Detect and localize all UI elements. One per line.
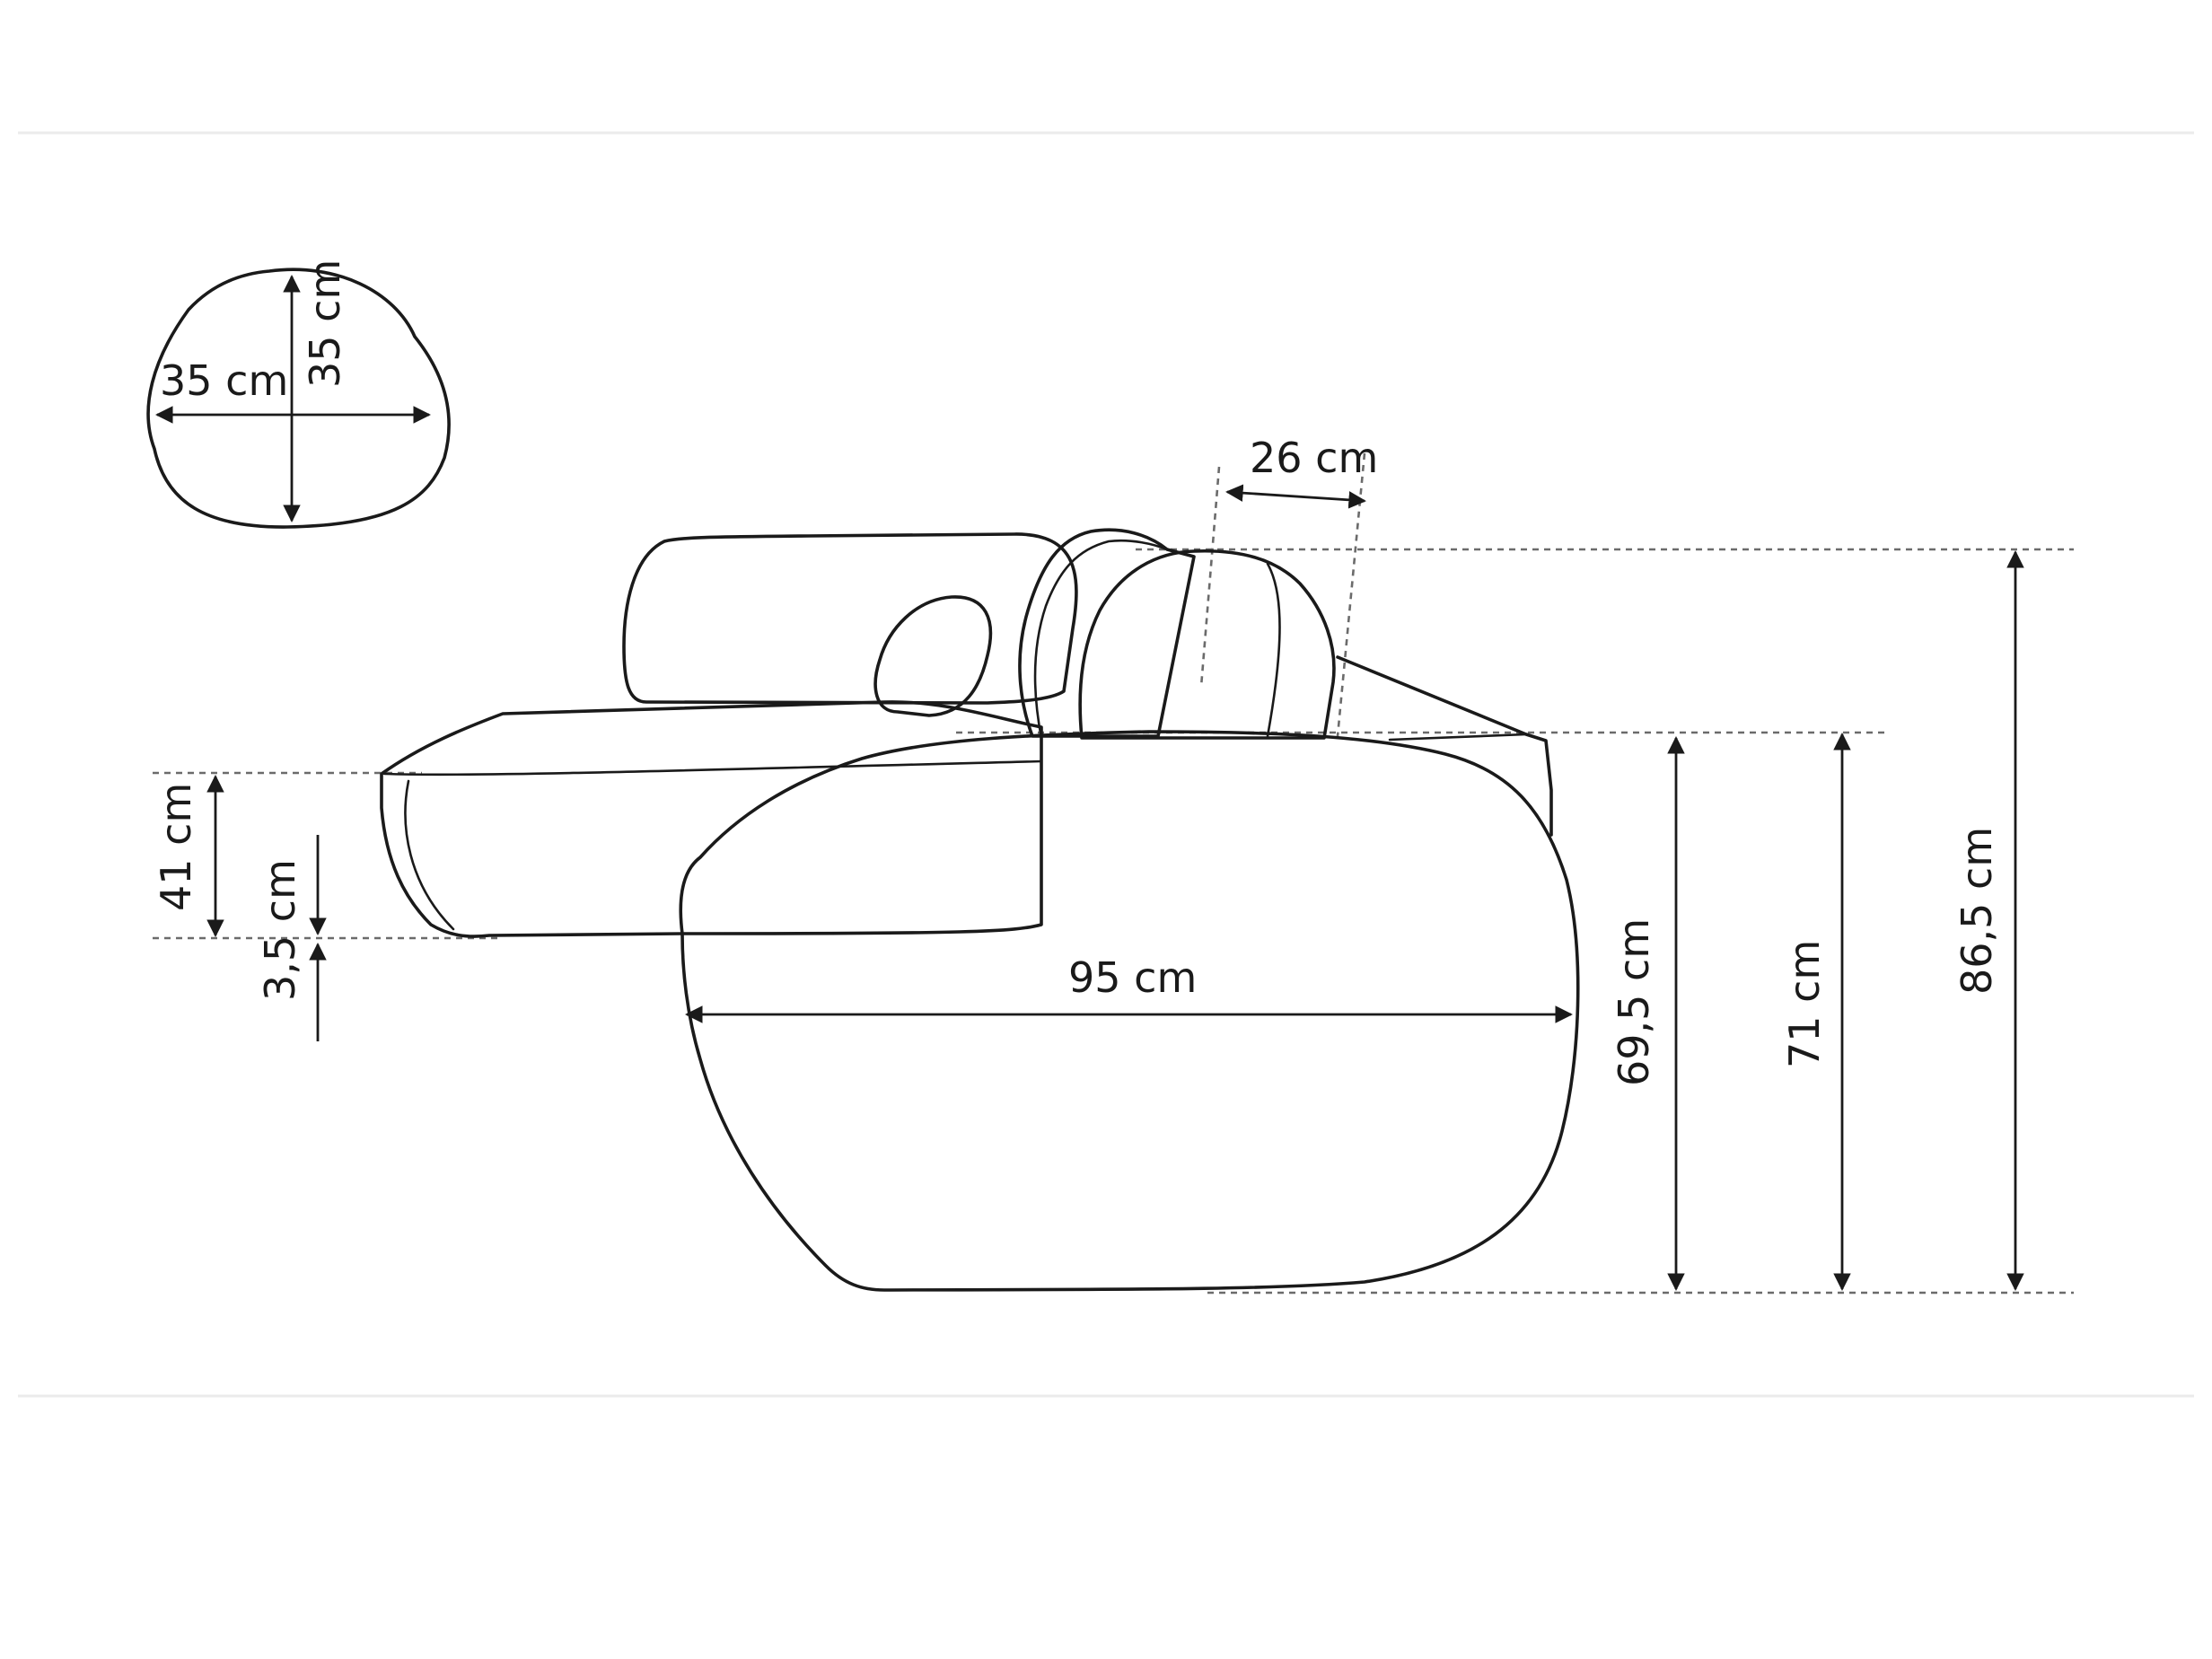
- pillow-width-label: 35 cm: [160, 356, 288, 405]
- pillow-outline: [146, 268, 451, 529]
- sofa-base-top-edge: [382, 759, 1043, 777]
- guide-headrest-a: [1199, 466, 1221, 688]
- arm-height-label: 71 cm: [1780, 940, 1829, 1068]
- dimension-labels: 26 cm 41 cm 3,5 cm 95 cm 69,5 cm 71 cm 8…: [152, 434, 2001, 1086]
- sofa-base-front-curve: [404, 779, 455, 931]
- headrest-roll-middle: [1033, 539, 1169, 740]
- base-gap-label: 3,5 cm: [256, 859, 304, 1001]
- back-cushion: [622, 532, 1078, 705]
- armrest-top: [1388, 733, 1528, 742]
- sofa-base: [380, 700, 1043, 938]
- seat-height-label: 69,5 cm: [1610, 918, 1658, 1086]
- pillow-illustration: 35 cm 35 cm: [146, 259, 451, 529]
- guide-lines: [153, 452, 2074, 1295]
- pouf: [679, 730, 1580, 1292]
- headrest-roll-seam: [1266, 562, 1281, 738]
- headrest-depth-label: 26 cm: [1250, 434, 1378, 482]
- dimension-arrows: [206, 484, 2024, 1291]
- small-cushion: [873, 595, 993, 717]
- armrest: [1336, 655, 1553, 837]
- total-height-label: 86,5 cm: [1953, 827, 2001, 995]
- headrest-roll-back: [1018, 528, 1196, 738]
- headrest-roll-front: [1078, 549, 1336, 740]
- sofa-illustration: [380, 528, 1580, 1292]
- pillow-height-label: 35 cm: [301, 259, 349, 388]
- base-height-label: 41 cm: [152, 783, 200, 911]
- guide-headrest-b: [1336, 452, 1366, 737]
- faint-frame: [18, 131, 2194, 1398]
- pouf-width-label: 95 cm: [1068, 953, 1197, 1002]
- headrest-depth-arrow: [1225, 484, 1366, 509]
